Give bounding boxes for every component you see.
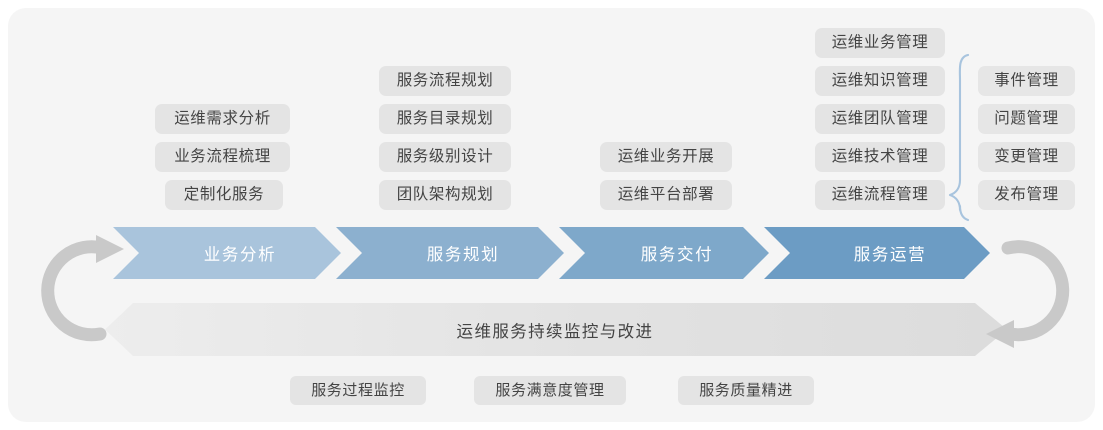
stage-item-pill[interactable]: 服务目录规划: [379, 104, 511, 134]
detail-item-pill[interactable]: 事件管理: [978, 66, 1075, 96]
curly-brace-icon: [948, 53, 970, 222]
stage-chevron-label: 服务交付: [640, 246, 714, 264]
stage-chevron-4[interactable]: 服务运营: [764, 227, 990, 279]
stage-item-pill[interactable]: 服务级别设计: [379, 142, 511, 172]
stage-chevron-label: 服务规划: [426, 246, 500, 264]
stage-item-pill[interactable]: 运维需求分析: [155, 104, 290, 134]
stage-chevron-2[interactable]: 服务规划: [336, 227, 564, 279]
stage-item-pill[interactable]: 服务流程规划: [379, 66, 511, 96]
support-item-pill[interactable]: 服务过程监控: [290, 376, 426, 405]
stage-item-pill[interactable]: 运维业务开展: [600, 142, 732, 172]
stage-item-pill[interactable]: 运维团队管理: [815, 104, 945, 134]
stage-item-pill[interactable]: 运维平台部署: [600, 180, 732, 210]
left-loop-arrow-icon: [41, 235, 124, 342]
continuous-improvement-banner[interactable]: 运维服务持续监控与改进: [105, 303, 1005, 356]
stage-item-pill[interactable]: 业务流程梳理: [155, 142, 290, 172]
support-item-pill[interactable]: 服务质量精进: [678, 376, 814, 405]
stage-chevron-label: 服务运营: [853, 246, 927, 264]
stage-item-pill[interactable]: 运维流程管理: [815, 180, 945, 210]
stage-item-pill[interactable]: 运维业务管理: [815, 28, 945, 58]
support-item-pill[interactable]: 服务满意度管理: [474, 376, 626, 405]
right-loop-arrow-icon: [986, 240, 1070, 348]
detail-item-pill[interactable]: 变更管理: [978, 142, 1075, 172]
stage-chevron-label: 业务分析: [203, 246, 277, 264]
stage-item-pill[interactable]: 定制化服务: [165, 180, 283, 210]
detail-item-pill[interactable]: 问题管理: [978, 104, 1075, 134]
stage-chevron-1[interactable]: 业务分析: [113, 227, 341, 279]
stage-item-pill[interactable]: 团队架构规划: [379, 180, 511, 210]
stage-item-pill[interactable]: 运维知识管理: [815, 66, 945, 96]
stage-item-pill[interactable]: 运维技术管理: [815, 142, 945, 172]
stage-chevron-3[interactable]: 服务交付: [559, 227, 769, 279]
detail-item-pill[interactable]: 发布管理: [978, 180, 1075, 210]
banner-label: 运维服务持续监控与改进: [456, 322, 654, 341]
